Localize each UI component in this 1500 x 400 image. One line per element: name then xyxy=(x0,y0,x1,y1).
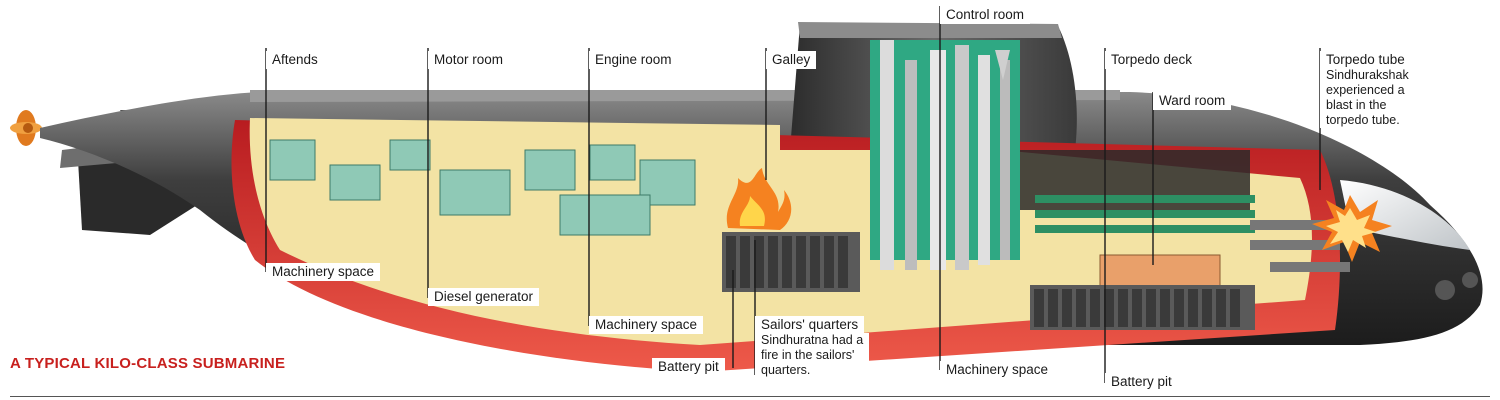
label-torpedo-tube: Torpedo tube xyxy=(1320,51,1411,69)
label-machinery-space-fwd: Machinery space xyxy=(940,361,1055,379)
torpedo-tubes xyxy=(1250,220,1350,272)
label-sailors-quarters: Sailors' quarters xyxy=(755,316,865,334)
label-machinery-space-mid: Machinery space xyxy=(589,316,704,334)
battery-pit-fwd xyxy=(1030,285,1255,330)
label-battery-pit-fwd: Battery pit xyxy=(1105,373,1178,391)
label-galley: Galley xyxy=(766,51,817,69)
blast-icon xyxy=(1312,195,1392,262)
torpedo-deck-equipment xyxy=(1020,150,1255,233)
propeller-icon xyxy=(10,110,42,146)
label-battery-pit-aft: Battery pit xyxy=(652,358,725,376)
label-diesel-generator: Diesel generator xyxy=(428,288,540,306)
engine-machinery xyxy=(269,139,696,236)
fire-icon xyxy=(726,168,792,230)
battery-pit-aft xyxy=(722,232,860,292)
control-room-machinery xyxy=(870,40,1020,270)
divider xyxy=(10,396,1490,397)
label-machinery-space-aft: Machinery space xyxy=(266,263,381,281)
label-torpedo-deck: Torpedo deck xyxy=(1105,51,1199,69)
label-aftends: Aftends xyxy=(266,51,324,69)
note-torpedo-tube: Sindhurakshak experienced a blast in the… xyxy=(1320,68,1415,128)
label-engine-room: Engine room xyxy=(589,51,678,69)
page-title: A TYPICAL KILO-CLASS SUBMARINE xyxy=(10,355,286,372)
label-ward-room: Ward room xyxy=(1153,92,1232,110)
label-motor-room: Motor room xyxy=(428,51,510,69)
label-control-room: Control room xyxy=(940,6,1031,24)
note-sailors-quarters: Sindhuratna had a fire in the sailors' q… xyxy=(755,333,870,378)
